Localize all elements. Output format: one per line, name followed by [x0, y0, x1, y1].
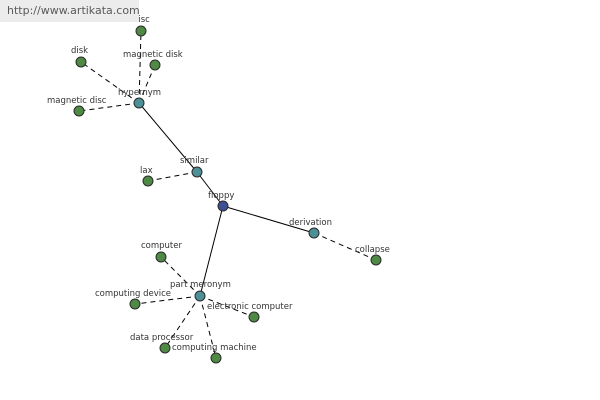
- label-collapse: collapse: [355, 245, 390, 255]
- label-derivation: derivation: [289, 218, 332, 228]
- edge-part-meronym-computer: [160, 256, 201, 297]
- edge-similar-hypernym: [138, 102, 198, 173]
- label-hypernym: hypernym: [118, 88, 161, 98]
- edge-floppy-similar: [196, 171, 224, 207]
- label-data-processor: data processor: [130, 333, 194, 343]
- label-disk: disk: [71, 46, 88, 56]
- label-magnetic-disc: magnetic disc: [47, 96, 107, 106]
- label-similar: similar: [180, 156, 209, 166]
- edge-floppy-part-meronym: [199, 205, 224, 297]
- labels-layer: floppy hypernym similar derivation part mero…: [47, 15, 390, 353]
- node-electronic-computer[interactable]: [248, 311, 260, 323]
- node-similar[interactable]: [191, 166, 203, 178]
- label-floppy: floppy: [208, 191, 234, 201]
- node-floppy[interactable]: [217, 200, 229, 212]
- node-magnetic-disk[interactable]: [149, 59, 161, 71]
- edge-floppy-derivation: [222, 205, 315, 234]
- edge-part-meronym-computing-device: [134, 295, 201, 305]
- label-computing-device: computing device: [95, 289, 171, 299]
- nodes-layer: [73, 25, 382, 364]
- edges-layer: [78, 30, 377, 359]
- label-computer: computer: [141, 241, 182, 251]
- node-part-meronym[interactable]: [194, 290, 206, 302]
- edge-similar-lax: [147, 171, 198, 182]
- node-computing-device[interactable]: [129, 298, 141, 310]
- node-derivation[interactable]: [308, 227, 320, 239]
- label-computing-machine: computing machine: [172, 343, 257, 353]
- edge-hypernym-disk: [80, 61, 140, 104]
- node-data-processor[interactable]: [159, 342, 171, 354]
- edge-part-meronym-electronic-computer: [199, 295, 255, 318]
- watermark-url: http://www.artikata.com: [0, 0, 140, 22]
- node-disk[interactable]: [75, 56, 87, 68]
- node-hypernym[interactable]: [133, 97, 145, 109]
- edge-hypernym-disc-top: [138, 30, 142, 104]
- label-part-meronym: part meronym: [170, 280, 231, 290]
- edge-part-meronym-computing-machine: [199, 295, 217, 359]
- node-lax[interactable]: [142, 175, 154, 187]
- edge-hypernym-magnetic-disk: [138, 64, 156, 104]
- node-computing-machine[interactable]: [210, 352, 222, 364]
- edge-derivation-collapse: [313, 232, 377, 261]
- node-computer[interactable]: [155, 251, 167, 263]
- node-disc-top[interactable]: [135, 25, 147, 37]
- label-lax: lax: [140, 166, 153, 176]
- label-magnetic-disk: magnetic disk: [123, 50, 183, 60]
- label-disc-top: disc: [133, 15, 150, 25]
- node-magnetic-disc[interactable]: [73, 105, 85, 117]
- node-collapse[interactable]: [370, 254, 382, 266]
- edge-part-meronym-data-processor: [164, 295, 201, 349]
- edge-hypernym-magnetic-disc: [78, 102, 140, 112]
- label-electronic-computer: electronic computer: [207, 302, 293, 312]
